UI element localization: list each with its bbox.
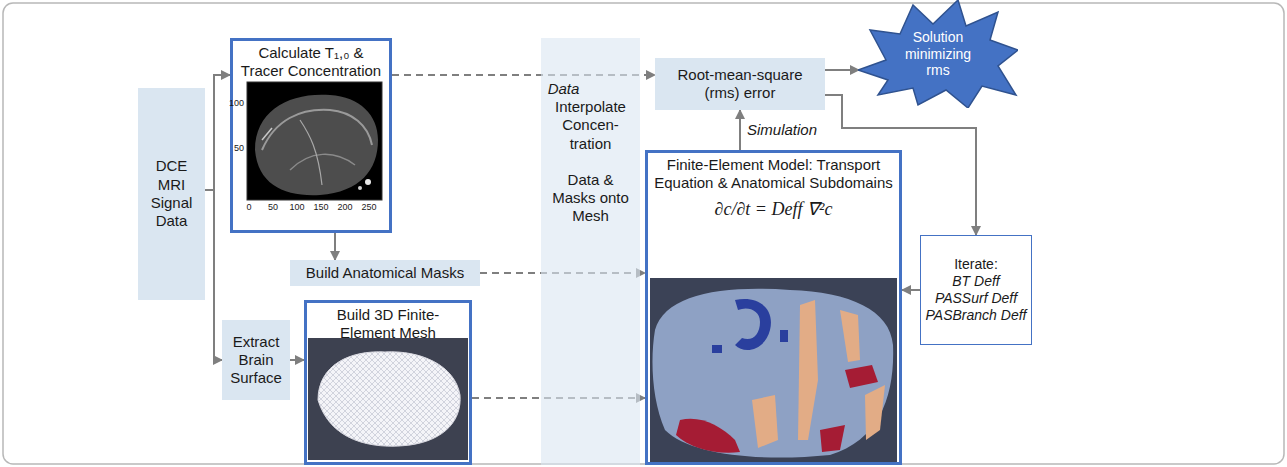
node-title: Build 3D Finite-Element Mesh: [313, 306, 463, 343]
axis-tick-label: 50: [234, 143, 244, 153]
node-text: ∂c/∂t = Deff ∇²c: [715, 199, 833, 221]
node-text: Data & Masks onto Mesh: [547, 171, 634, 226]
node-title: DCE MRI Signal Data: [143, 157, 200, 230]
axis-tick-label: 200: [337, 202, 352, 212]
node-title: Finite-Element Model: Transport Equation…: [654, 156, 893, 193]
node-title: Build Anatomical Masks: [306, 264, 464, 282]
process-step: Build Anatomical Masks: [290, 260, 480, 286]
star-shape: [858, 0, 1018, 108]
interpolate-band: Interpolate Concen- trationData & Masks …: [541, 38, 640, 465]
node-text: PASSurf Deff: [935, 290, 1017, 307]
flow-arrow: [205, 190, 222, 360]
error-box: Root-mean-square (rms) error: [655, 58, 825, 110]
subdomain-image: [650, 278, 897, 462]
flow-arrow: [825, 69, 859, 71]
node-title: Interpolate Concen- tration: [547, 98, 634, 153]
figure-frame: [3, 3, 1284, 464]
axis-tick-label: 100: [229, 98, 244, 108]
input-box: DCE MRI Signal Data: [138, 88, 205, 300]
edge-label: Simulation: [747, 121, 817, 138]
flow-arrow: [290, 359, 304, 361]
flow-arrow: [902, 289, 920, 291]
edge-label: Data: [548, 80, 580, 97]
node-title: Extract Brain Surface: [227, 333, 285, 388]
flow-arrow: [205, 75, 230, 190]
flow-arrow: [739, 110, 741, 150]
node-title: Root-mean-square (rms) error: [660, 66, 820, 103]
iterate-box: Iterate:BT DeffPASSurf DeffPASBranch Def…: [920, 235, 1032, 345]
node-title: Iterate:: [954, 256, 998, 273]
model-box: Finite-Element Model: Transport Equation…: [645, 150, 902, 465]
axis-tick-label: 50: [268, 202, 278, 212]
flow-arrow: [334, 233, 336, 260]
process-step: Extract Brain Surface: [222, 320, 290, 400]
node-text: PASBranch Deff: [926, 307, 1027, 324]
node-title: Solution minimizing rms: [896, 29, 980, 79]
axis-tick-label: 150: [313, 202, 328, 212]
node-title: Calculate T₁,₀ & Tracer Concentration: [239, 44, 383, 81]
axis-tick-label: 100: [289, 202, 304, 212]
process-box: Build 3D Finite-Element Mesh: [304, 300, 472, 465]
axis-tick-label: 0: [246, 202, 251, 212]
concentration-image: [247, 82, 382, 200]
solution-star: Solution minimizing rms: [858, 0, 1018, 108]
mesh-image: [308, 338, 468, 460]
node-text: BT Deff: [952, 273, 999, 290]
axis-tick-label: 250: [361, 202, 376, 212]
